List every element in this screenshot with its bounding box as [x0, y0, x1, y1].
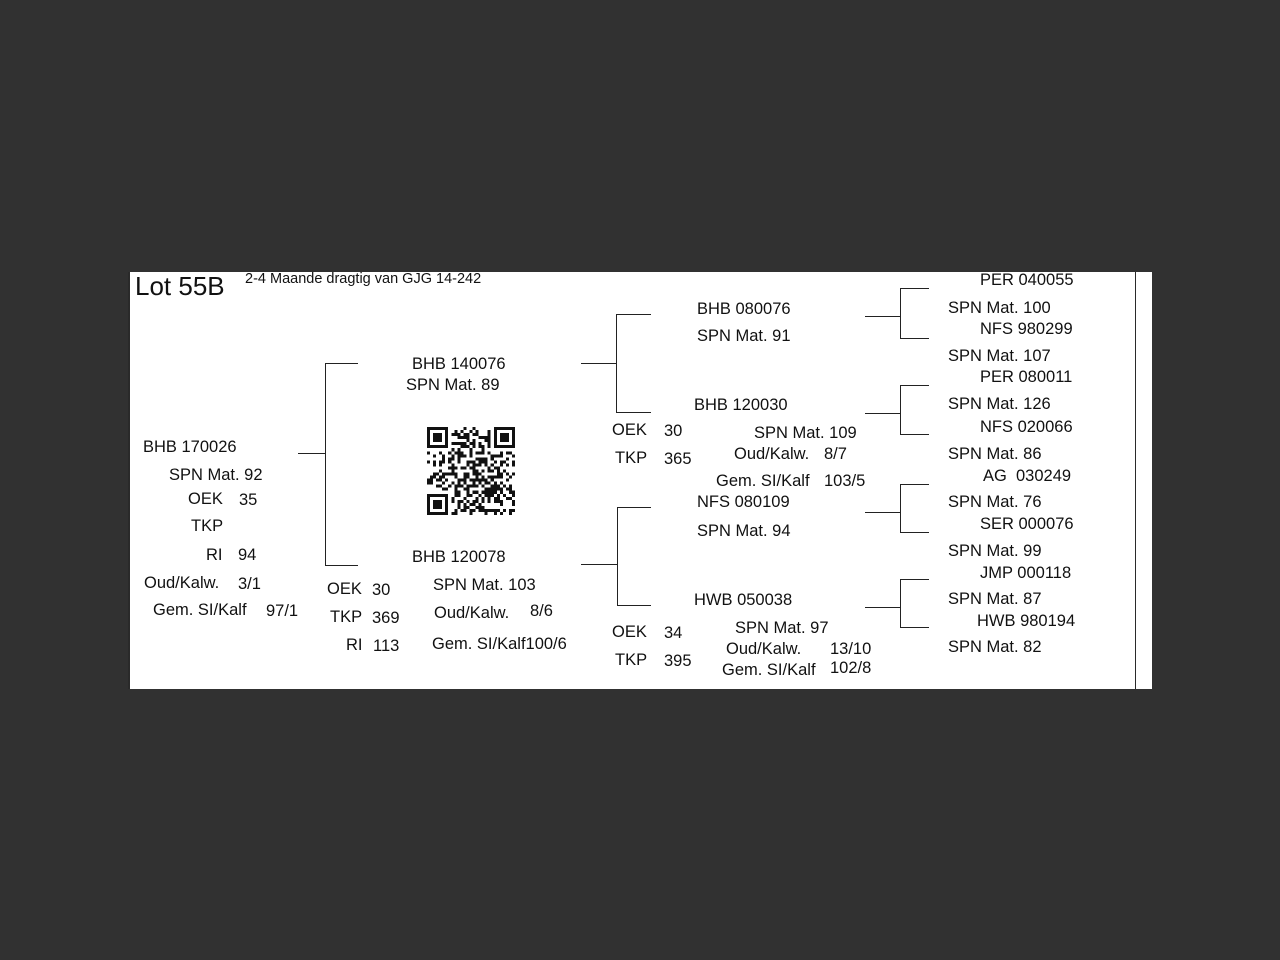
dam-dam-gem-label: Gem. SI/Kalf [722, 661, 816, 679]
ggp-id: AG 030249 [983, 467, 1072, 485]
dam-tkp-value: 369 [372, 609, 400, 627]
dam-tkp-label: TKP [330, 608, 363, 626]
pedigree-line [325, 363, 358, 364]
pedigree-line [617, 605, 651, 606]
pedigree-line [900, 288, 901, 338]
sire-dam-tkp-value: 365 [664, 450, 692, 468]
dam-sire-id: NFS 080109 [697, 493, 790, 511]
dam-sire-spn: SPN Mat. 94 [697, 522, 791, 540]
dam-id: BHB 120078 [412, 548, 506, 566]
pedigree-line [865, 413, 900, 414]
animal-spn: SPN Mat. 92 [169, 466, 263, 484]
pedigree-line [900, 338, 929, 339]
dam-oud-value: 8/6 [530, 602, 553, 620]
ggp-spn: SPN Mat. 86 [948, 445, 1042, 463]
animal-id: BHB 170026 [143, 438, 237, 456]
animal-ri-label: RI [206, 546, 223, 564]
sire-dam-oud-label: Oud/Kalw. [734, 445, 810, 463]
ggp-id: JMP 000118 [980, 564, 1072, 582]
pedigree-line [617, 507, 618, 605]
ggp-spn: SPN Mat. 107 [948, 347, 1051, 365]
ggp-id: SER 000076 [980, 515, 1074, 533]
dam-dam-gem-value: 102/8 [830, 659, 872, 677]
sire-dam-oek-value: 30 [664, 422, 683, 440]
pedigree-line [865, 316, 900, 317]
card-border [1135, 272, 1136, 689]
animal-gem-value: 97/1 [266, 602, 299, 620]
pedigree-line [900, 627, 929, 628]
sire-dam-tkp-label: TKP [615, 449, 648, 467]
dam-ri-value: 113 [373, 637, 400, 655]
sire-id: BHB 140076 [412, 355, 506, 373]
lot-description: 2-4 Maande dragtig van GJG 14-242 [245, 271, 482, 287]
dam-dam-id: HWB 050038 [694, 591, 793, 609]
ggp-spn: SPN Mat. 99 [948, 542, 1042, 560]
animal-ri-value: 94 [238, 546, 257, 564]
ggp-id: NFS 020066 [980, 418, 1073, 436]
dam-oek-label: OEK [327, 580, 362, 598]
ggp-id: PER 040055 [980, 271, 1074, 289]
pedigree-line [616, 314, 651, 315]
pedigree-card: Lot 55B 2-4 Maande dragtig van GJG 14-24… [128, 271, 1152, 689]
sire-dam-oek-label: OEK [612, 421, 647, 439]
pedigree-line [298, 453, 325, 454]
sire-sire-spn: SPN Mat. 91 [697, 327, 791, 345]
ggp-spn: SPN Mat. 87 [948, 590, 1042, 608]
ggp-spn: SPN Mat. 82 [948, 638, 1042, 656]
animal-oud-value: 3/1 [238, 575, 261, 593]
ggp-spn: SPN Mat. 126 [948, 395, 1051, 413]
sire-dam-gem-label: Gem. SI/Kalf [716, 472, 810, 490]
pedigree-line [900, 484, 901, 532]
pedigree-line [581, 363, 616, 364]
dam-dam-spn: SPN Mat. 97 [735, 619, 829, 637]
pedigree-line [616, 314, 617, 412]
pedigree-line [865, 512, 900, 513]
sire-spn: SPN Mat. 89 [406, 376, 500, 394]
pedigree-line [616, 412, 651, 413]
pedigree-line [617, 507, 651, 508]
ggp-id: NFS 980299 [980, 320, 1073, 338]
pedigree-line [900, 579, 901, 627]
ggp-spn: SPN Mat. 76 [948, 493, 1042, 511]
sire-dam-id: BHB 120030 [694, 396, 788, 414]
lot-number: Lot 55B [135, 271, 225, 301]
ggp-id: PER 080011 [980, 368, 1073, 386]
dam-dam-oud-label: Oud/Kalw. [726, 640, 802, 658]
dam-gem: Gem. SI/Kalf100/6 [432, 635, 567, 653]
dam-dam-oek-label: OEK [612, 623, 647, 641]
sire-dam-gem-value: 103/5 [824, 472, 866, 490]
pedigree-line [900, 385, 929, 386]
dam-dam-oek-value: 34 [664, 624, 683, 642]
animal-gem-label: Gem. SI/Kalf [153, 601, 247, 619]
qr-code [427, 427, 515, 515]
sire-dam-oud-value: 8/7 [824, 445, 847, 463]
animal-oek-label: OEK [188, 490, 223, 508]
pedigree-line [900, 579, 929, 580]
sire-dam-spn: SPN Mat. 109 [754, 424, 857, 442]
pedigree-line [325, 565, 358, 566]
ggp-id: HWB 980194 [977, 612, 1076, 630]
pedigree-line [865, 607, 900, 608]
dam-oek-value: 30 [372, 581, 391, 599]
animal-oek-value: 35 [239, 491, 258, 509]
pedigree-line [900, 288, 929, 289]
pedigree-line [900, 434, 929, 435]
animal-tkp-label: TKP [191, 517, 224, 535]
ggp-spn: SPN Mat. 100 [948, 299, 1051, 317]
dam-ri-label: RI [346, 636, 363, 654]
pedigree-line [900, 532, 929, 533]
pedigree-line [581, 564, 617, 565]
sire-sire-id: BHB 080076 [697, 300, 791, 318]
pedigree-line [325, 363, 326, 565]
dam-spn: SPN Mat. 103 [433, 576, 536, 594]
animal-oud-label: Oud/Kalw. [144, 574, 220, 592]
dam-oud-label: Oud/Kalw. [434, 604, 510, 622]
card-border [128, 272, 130, 689]
dam-dam-oud-value: 13/10 [830, 640, 872, 658]
dam-dam-tkp-value: 395 [664, 652, 692, 670]
pedigree-line [900, 385, 901, 434]
dam-dam-tkp-label: TKP [615, 651, 648, 669]
pedigree-line [900, 484, 929, 485]
